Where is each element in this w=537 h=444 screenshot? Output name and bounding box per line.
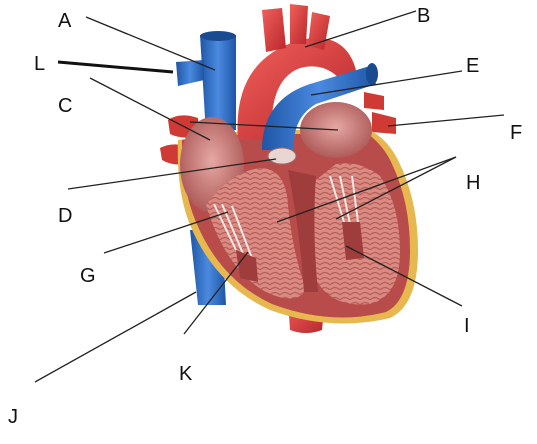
heart-illustration: [160, 4, 418, 333]
mitral-chordae: [329, 175, 359, 225]
label-l: L: [34, 53, 45, 75]
interventricular-septum: [288, 170, 318, 292]
leader-line-c: [89, 77, 211, 141]
aortic-branch-1: [262, 8, 286, 52]
labels: A B L C E F H D G I K J: [8, 5, 522, 428]
pulmonary-artery-opening: [366, 63, 378, 85]
papillary-muscle-right: [236, 250, 258, 282]
aortic-branch-2: [290, 4, 308, 44]
label-e: E: [466, 55, 479, 77]
leader-line-i: [345, 245, 463, 307]
aortic-valve: [267, 147, 297, 165]
leader-line-h1: [276, 156, 457, 223]
leader-line-f: [387, 114, 505, 127]
label-i: I: [464, 315, 470, 337]
label-g: G: [80, 265, 96, 287]
leader-line-d: [67, 158, 277, 190]
label-j: J: [8, 406, 18, 428]
brachiocephalic-vein: [176, 60, 204, 86]
leader-line-b: [304, 10, 417, 48]
leader-line-l: [57, 60, 174, 74]
svc-opening: [200, 31, 236, 41]
label-k: K: [179, 363, 193, 385]
papillary-muscle-left: [342, 222, 364, 260]
label-a: A: [58, 10, 72, 32]
leader-lines: [34, 10, 505, 383]
leader-line-e: [310, 70, 463, 96]
leader-line-a: [85, 16, 216, 71]
leader-line-h2: [335, 156, 457, 220]
label-h: H: [466, 172, 480, 194]
label-b: B: [417, 5, 430, 27]
leader-line-k: [183, 251, 249, 335]
right-pulmonary-vein-stub: [372, 112, 396, 134]
superior-vena-cava: [200, 35, 236, 134]
leader-line-c2: [189, 121, 339, 131]
aortic-arch: [237, 38, 356, 140]
pulmonary-artery: [262, 66, 376, 150]
leader-line-j: [34, 291, 197, 383]
right-pulmonary-vein-stub-2: [364, 92, 384, 110]
label-f: F: [510, 122, 522, 144]
label-d: D: [58, 205, 72, 227]
label-c: C: [58, 95, 72, 117]
right-ventricle: [206, 168, 306, 299]
leader-line-g: [103, 211, 229, 254]
